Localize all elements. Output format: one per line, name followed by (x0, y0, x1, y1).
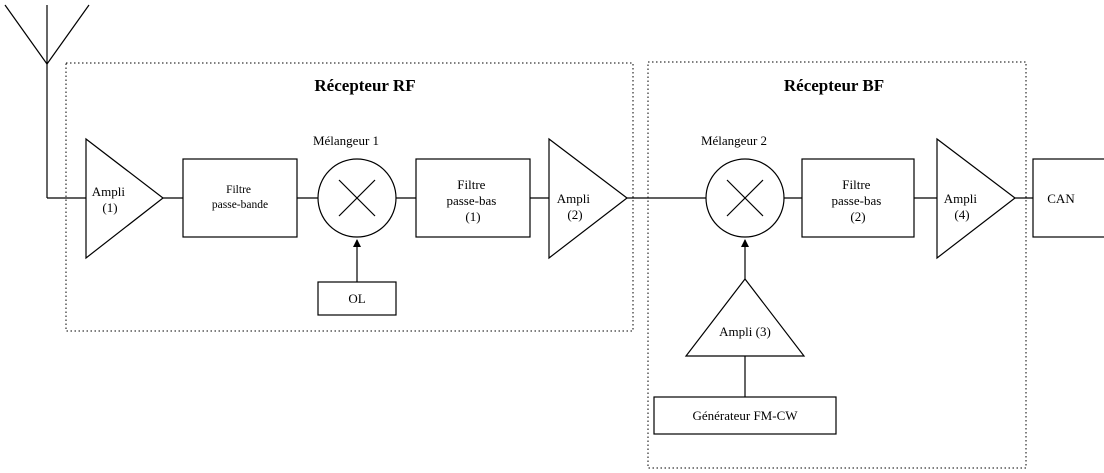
lowpass-filter-1-label: Filtre (457, 177, 485, 192)
lowpass-filter-2: Filtre passe-bas (2) (801, 158, 915, 238)
lowpass-filter-1: Filtre passe-bas (1) (415, 158, 531, 238)
amplifier-2-label: Ampli (557, 191, 591, 206)
lowpass-filter-2-label: Filtre (842, 177, 870, 192)
amplifier-2-index: (2) (567, 207, 582, 222)
bandpass-filter-type: passe-bande (212, 199, 268, 211)
local-oscillator-label: OL (348, 291, 365, 306)
svg-text:Ampli (4): Ampli (4) (944, 191, 980, 222)
amplifier-3-label: Ampli (3) (719, 324, 771, 339)
bf-receiver-title: Récepteur BF (784, 76, 884, 95)
mixer-1-label: Mélangeur 1 (313, 133, 379, 148)
rf-receiver-frame (65, 62, 634, 332)
svg-text:Ampli (1): Ampli (1) (92, 184, 128, 215)
bandpass-filter: Filtre passe-bande (182, 158, 298, 238)
fmcw-generator: Générateur FM-CW (653, 396, 837, 435)
local-oscillator: OL (317, 239, 397, 316)
amplifier-4: Ampli (4) (936, 137, 1016, 260)
bf-receiver-frame (647, 61, 1027, 469)
amplifier-4-index: (4) (954, 207, 969, 222)
fmcw-generator-label: Générateur FM-CW (692, 408, 798, 423)
antenna-icon (4, 4, 90, 198)
svg-text:Ampli (2): Ampli (2) (557, 191, 593, 222)
svg-text:Filtre passe-bande: Filtre passe-bande (212, 184, 268, 211)
mixer-1: Mélangeur 1 (313, 133, 397, 238)
svg-text:Filtre passe-bas (: Filtre passe-bas (2) (831, 177, 884, 224)
mixer-2-label: Mélangeur 2 (701, 133, 767, 148)
svg-text:Filtre passe-bas (: Filtre passe-bas (1) (446, 177, 499, 224)
adc-block: CAN (1032, 158, 1104, 238)
lowpass-filter-2-index: (2) (850, 209, 865, 224)
rf-receiver-title: Récepteur RF (314, 76, 415, 95)
adc-label: CAN (1047, 191, 1075, 206)
lowpass-filter-1-index: (1) (465, 209, 480, 224)
bandpass-filter-label: Filtre (226, 184, 251, 196)
lowpass-filter-2-type: passe-bas (831, 193, 881, 208)
amplifier-3: Ampli (3) (684, 278, 806, 397)
amplifier-1-label: Ampli (92, 184, 126, 199)
amplifier-4-label: Ampli (944, 191, 978, 206)
amplifier-1-index: (1) (102, 200, 117, 215)
lowpass-filter-1-type: passe-bas (446, 193, 496, 208)
amplifier-2: Ampli (2) (548, 137, 628, 260)
amplifier-1: Ampli (1) (85, 137, 164, 260)
mixer-2: Mélangeur 2 (701, 133, 785, 279)
